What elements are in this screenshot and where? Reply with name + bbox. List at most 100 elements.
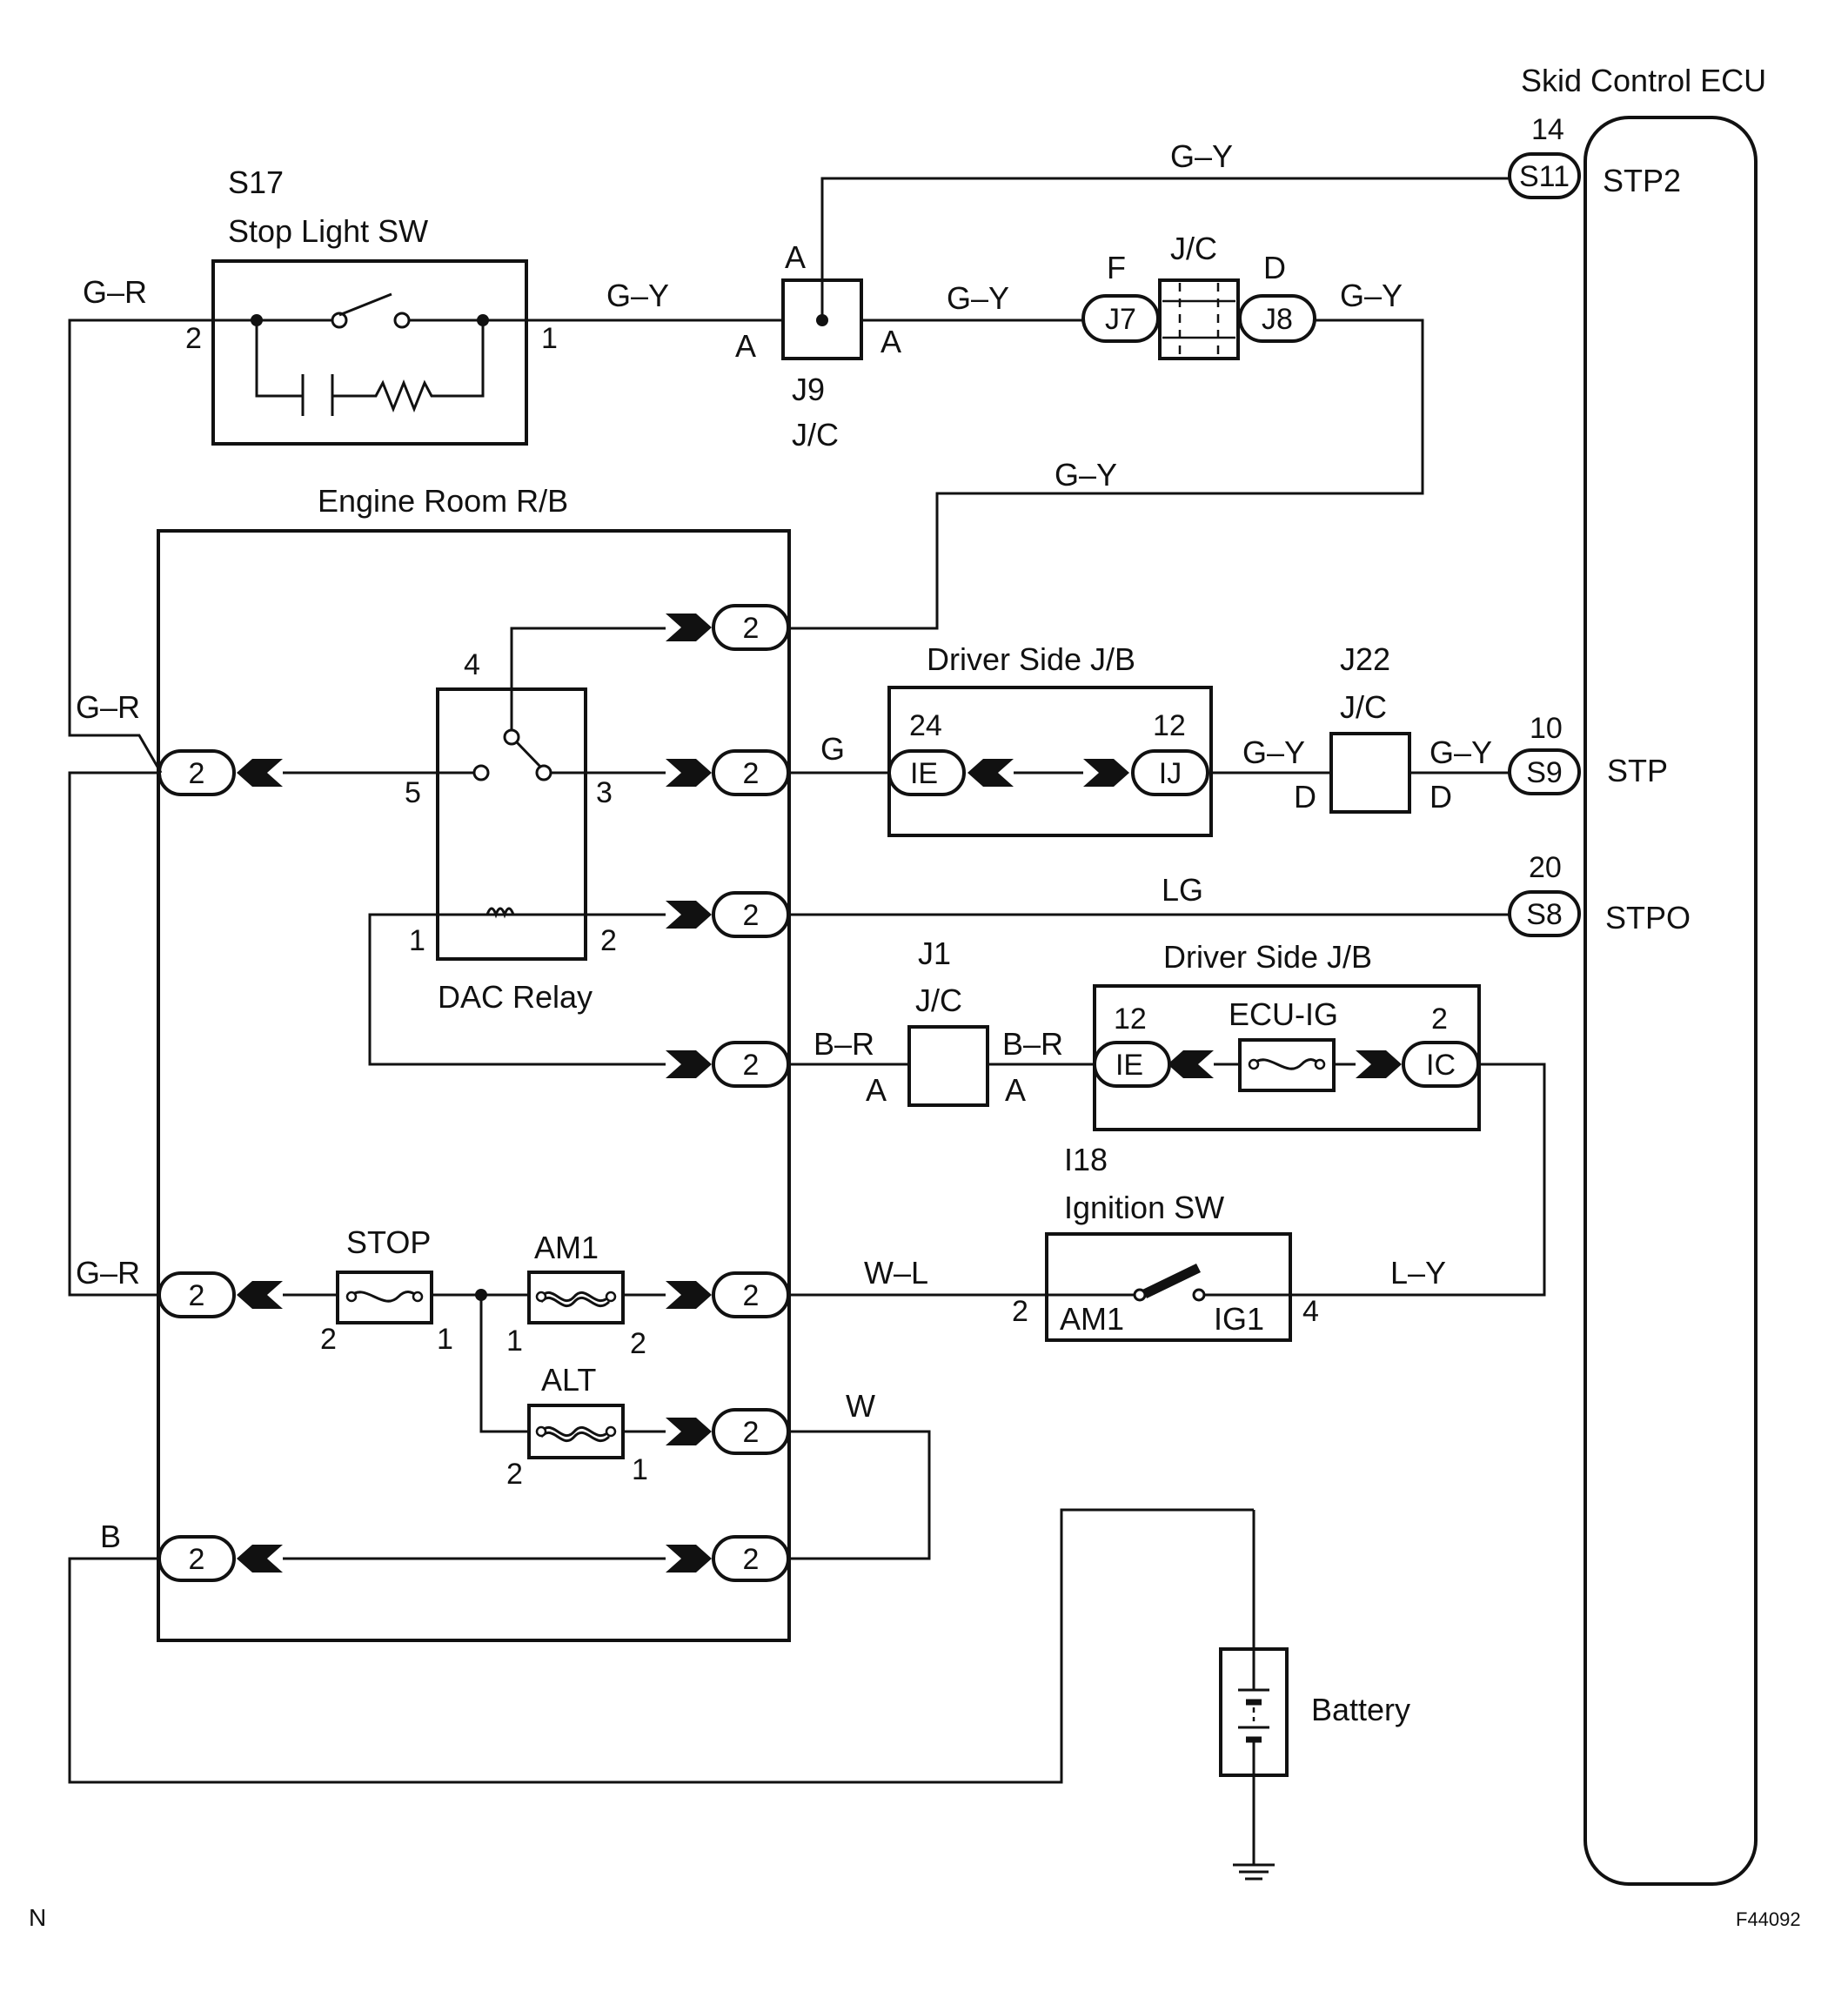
svg-text:J22: J22 [1340,641,1390,677]
rb-connector-right-5: 2 [666,1271,790,1318]
fuse-alt: ALT 2 1 [506,1362,648,1491]
ecu-pin-14: 14 [1531,113,1564,146]
stop-light-switch: S17 Stop Light SW 2 1 [185,164,558,446]
figure-id: F44092 [1736,1908,1801,1930]
ignition-switch: I18 Ignition SW AM1 IG1 2 4 [1012,1142,1319,1342]
j9-name: J9 [792,372,825,407]
svg-text:J1: J1 [918,935,951,971]
wire-label-g-y-6: G–Y [1242,734,1305,770]
ground-icon [1233,1863,1275,1881]
junction-connector-j9: A A A J9 J/C [735,239,901,453]
corner-label-left: N [29,1904,46,1931]
wire-label-g-y-3: G–Y [1170,138,1233,174]
connector-j8 [1238,294,1316,343]
ecu-pin-20: 20 [1529,851,1562,884]
ecu-title: Skid Control ECU [1521,63,1766,98]
svg-text:A: A [1005,1072,1026,1108]
dac-relay-name: DAC Relay [438,979,593,1015]
connector-s11-label: S11 [1519,160,1570,193]
j9-pin-a-right: A [880,324,901,359]
stop-light-sw-name: Stop Light SW [228,213,428,249]
stop-light-sw-box [211,259,528,446]
wires [68,177,1546,1784]
driver-jb1-box [887,686,1213,837]
svg-text:2: 2 [743,612,760,645]
svg-text:IJ: IJ [1159,757,1182,790]
svg-text:2: 2 [743,1543,760,1576]
wire-labels: G–R G–R G–R G–Y G–Y G–Y G–Y G–Y G–Y G–Y … [76,138,1492,1554]
dac-relay-pin4: 4 [464,648,480,681]
fuse-icon [348,1291,420,1303]
ecu-stp-label: STP [1607,753,1668,788]
wire-label-g-y-2: G–Y [947,280,1009,316]
ignition-sw-code: I18 [1064,1142,1108,1177]
ignition-sw-name: Ignition SW [1064,1190,1224,1225]
ecu-stpo-label: STPO [1605,900,1691,935]
ignition-sw-box [1045,1232,1292,1342]
jc-pin-d: D [1263,250,1286,285]
svg-text:D: D [1430,779,1452,815]
ecu-body [1584,116,1758,1886]
svg-text:2: 2 [189,757,205,790]
stop-light-sw-code: S17 [228,164,284,200]
connector-arrow-icon [666,1545,712,1572]
rb-connector-right-2: 2 [666,749,790,796]
svg-text:IC: IC [1426,1049,1456,1082]
jc-type: J/C [1170,231,1217,266]
ecu-stp2-label: STP2 [1603,163,1681,198]
rb-connector-right-3: 2 [666,891,790,938]
rb-connector-left-2: 2 [157,1271,283,1318]
fuse-am1: AM1 1 2 [506,1230,646,1360]
svg-text:2: 2 [320,1323,337,1356]
j9-pin-a-top: A [785,239,806,275]
relay-coil-icon [485,907,515,919]
wire-label-g: G [820,731,845,767]
junction-connector-j7-j8: J7 J8 J/C F D [1081,231,1316,360]
rb-connector-right-6: 2 [666,1408,790,1455]
svg-text:IE: IE [1115,1049,1143,1082]
connector-ij [1131,749,1209,796]
rb-connector-right-7: 2 [666,1535,790,1582]
svg-text:12: 12 [1114,1002,1147,1036]
wire-label-g-y-7: G–Y [1430,734,1492,770]
connector-arrow-icon [666,1418,712,1445]
j9-type: J/C [792,417,839,453]
svg-text:2: 2 [743,757,760,790]
fuse-am1-label: AM1 [534,1230,599,1265]
svg-text:4: 4 [1302,1295,1319,1328]
rb-connector-left-3: 2 [157,1535,283,1582]
svg-text:12: 12 [1153,709,1186,742]
svg-text:2: 2 [743,899,760,932]
svg-text:2: 2 [743,1279,760,1312]
connector-j8-label: J8 [1262,303,1293,336]
connector-arrow-icon [1168,1050,1214,1078]
svg-text:1: 1 [632,1453,648,1486]
battery: Battery [1219,1510,1410,1881]
ecu-ig-label: ECU-IG [1229,996,1338,1032]
wire-label-g-r-3: G–R [76,1255,140,1291]
rb-connector-left-1: 2 [157,749,283,796]
j22-box [1329,732,1411,814]
svg-text:A: A [866,1072,887,1108]
dac-relay: 4 5 3 1 2 DAC Relay [283,627,666,1066]
driver-side-jb-upper: Driver Side J/B IE IJ 24 12 [887,641,1213,837]
wire-label-l-y: L–Y [1390,1255,1446,1291]
engine-room-rb-box [157,529,791,1642]
dac-relay-pin5: 5 [405,776,421,809]
connector-arrow-icon [666,759,712,787]
svg-text:2: 2 [743,1416,760,1449]
driver-jb1-name: Driver Side J/B [927,641,1135,677]
svg-text:1: 1 [506,1324,523,1358]
driver-side-jb-lower: Driver Side J/B IE IC ECU-IG 12 2 [1093,939,1481,1131]
svg-text:24: 24 [909,709,942,742]
connector-s8-label: S8 [1526,898,1563,931]
rb-connector-right-4: 2 [666,1041,790,1088]
battery-label: Battery [1311,1692,1410,1727]
wire-label-g-r-1: G–R [83,274,147,310]
connector-arrow-icon [968,759,1014,787]
wire-label-w-l: W–L [864,1255,928,1291]
connector-j7 [1081,294,1160,343]
wire-label-g-r-2: G–R [76,689,140,725]
junction-connector-j22: J22 J/C D D [1294,641,1452,815]
connector-arrow-icon [666,1281,712,1309]
